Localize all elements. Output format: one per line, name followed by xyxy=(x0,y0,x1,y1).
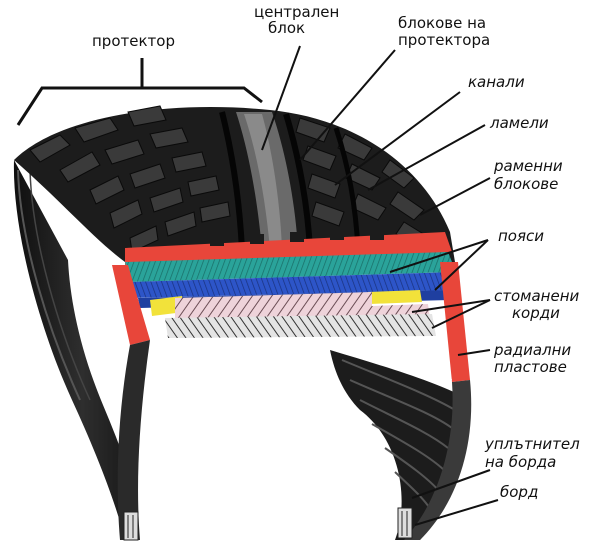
label-bead: борд xyxy=(500,484,538,500)
label-bead-seal-1: уплътнител xyxy=(485,436,580,452)
label-shoulder-blocks-2: блокове xyxy=(494,176,558,192)
label-steel-cords-1: стоманени xyxy=(494,288,579,304)
label-radial-plies-2: пластове xyxy=(494,359,567,375)
steel-cord-right xyxy=(368,290,422,304)
inner-hatched-layer xyxy=(165,314,436,338)
label-tread-blocks-2: протектора xyxy=(398,32,490,48)
label-central-block-2: блок xyxy=(268,20,305,36)
right-bead xyxy=(398,508,412,538)
left-bead xyxy=(124,512,138,540)
label-steel-cords-2: корди xyxy=(512,305,560,321)
label-tread-blocks-1: блокове на xyxy=(398,15,486,31)
label-sipes: ламели xyxy=(490,115,549,131)
label-belts: пояси xyxy=(498,228,544,244)
label-radial-plies-1: радиални xyxy=(494,342,571,358)
label-grooves: канали xyxy=(468,74,525,90)
label-shoulder-blocks-1: раменни xyxy=(494,158,563,174)
label-tread: протектор xyxy=(92,33,175,49)
label-bead-seal-2: на борда xyxy=(485,454,556,470)
label-central-block-1: централен xyxy=(254,4,339,20)
